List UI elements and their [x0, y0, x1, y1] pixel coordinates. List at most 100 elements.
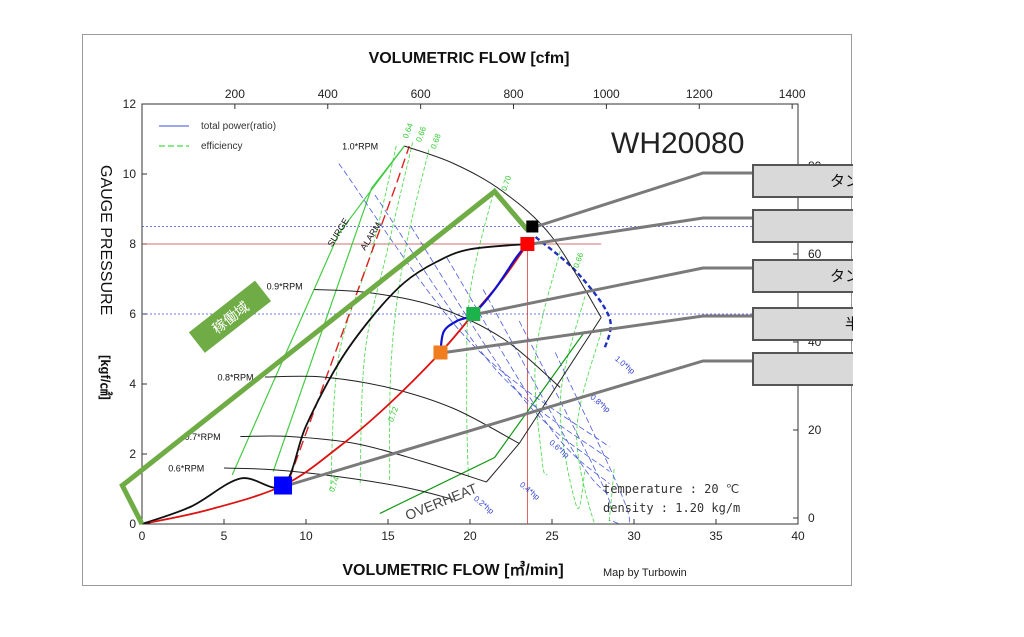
chart-frame: VOLUMETRIC FLOW [cfm] VOLUMETRIC FLOW [㎥… [82, 34, 853, 586]
efficiency-curve [330, 145, 397, 490]
y-tick-label: 4 [129, 377, 136, 391]
hp-label: 0.8*hp [588, 393, 612, 415]
rpm-curve [240, 435, 487, 483]
y-axis-title-main: GAUGE PRESSURE [97, 165, 114, 315]
y-tick-label: 10 [123, 167, 137, 181]
operating-point-marker [520, 237, 535, 251]
efficiency-curve [359, 142, 414, 486]
x-tick-label: 35 [709, 529, 723, 543]
surge-line [272, 145, 405, 472]
legend-efficiency-label: efficiency [201, 141, 243, 152]
credit-text: Map by Turbowin [603, 567, 687, 579]
operating-point-marker [433, 345, 448, 360]
y-tick-label: 12 [123, 97, 137, 111]
efficiency-label: 0.74 [327, 475, 341, 493]
rpm-curve [314, 289, 561, 388]
power-curve [554, 352, 630, 524]
y-tick-label: 2 [129, 447, 136, 461]
operating-point-marker [466, 307, 481, 321]
callout-box [752, 164, 853, 198]
right-tick-label: 60 [808, 247, 822, 261]
operating-point-marker [526, 220, 539, 233]
right-tick-label: 20 [808, 423, 822, 437]
power-curve-max [534, 236, 612, 350]
x-tick-label: 5 [221, 529, 228, 543]
efficiency-label: 0.68 [429, 132, 443, 150]
rpm-curve [404, 145, 602, 318]
rpm-label: 0.7*RPM [185, 432, 221, 442]
x-tick-label: 30 [627, 529, 641, 543]
rpm-label: 0.8*RPM [217, 373, 253, 383]
efficiency-curve [576, 331, 615, 524]
alarm-label: ALARM [358, 220, 383, 252]
blue-operating-curve [439, 243, 529, 353]
callout-box [752, 259, 853, 293]
density-note: density : 1.20 kg/m [603, 501, 740, 515]
top-tick-label: 400 [318, 87, 338, 101]
efficiency-curve [389, 149, 430, 483]
power-curve [410, 226, 610, 472]
callout-label: タンク上限値 [830, 172, 853, 190]
efficiency-label: 0.66 [414, 125, 428, 143]
x-tick-label: 0 [139, 529, 146, 543]
rpm-curve [223, 467, 454, 500]
hp-label: 0.4*hp [518, 480, 542, 502]
top-tick-label: 1000 [593, 87, 620, 101]
y-tick-label: 8 [129, 237, 136, 251]
callout-leader [535, 171, 753, 228]
operating-region-bracket [119, 188, 530, 526]
alarm-line [288, 145, 410, 479]
rpm-curve [264, 375, 520, 444]
top-tick-label: 200 [225, 87, 245, 101]
power-curve [374, 194, 610, 460]
overheat-label: OVERHEAT [403, 480, 480, 523]
top-axis-title: VOLUMETRIC FLOW [cfm] [369, 50, 570, 67]
overheat-line [379, 331, 586, 515]
surge-line-outer [231, 145, 405, 476]
rpm-curves [223, 145, 602, 500]
power-curve [482, 289, 610, 497]
callouts: タンク上限値設定値タンク下限値半稼働値待機値 [274, 164, 853, 495]
temperature-note: temperature : 20 ℃ [603, 482, 739, 496]
efficiency-label: 0.70 [500, 174, 514, 192]
callout-leader [531, 216, 753, 246]
model-title: WH20080 [611, 127, 744, 160]
top-tick-label: 600 [411, 87, 431, 101]
x-axis-title: VOLUMETRIC FLOW [㎥/min] [342, 560, 563, 579]
power-curve [338, 163, 610, 448]
x-tick-label: 25 [545, 529, 559, 543]
efficiency-label: 0.72 [386, 405, 400, 423]
efficiency-curve [466, 187, 496, 479]
hp-label: 1.0*hp [613, 354, 637, 376]
efficiency-label: 0.64 [401, 121, 415, 139]
top-tick-label: 1200 [686, 87, 713, 101]
callout-label: 待機値 [852, 360, 853, 378]
callout-leader [286, 359, 753, 487]
compressor-map-chart: VOLUMETRIC FLOW [cfm] VOLUMETRIC FLOW [㎥… [97, 50, 853, 579]
efficiency-curve [534, 250, 561, 476]
legend-power-label: total power(ratio) [201, 121, 276, 132]
callout-label: 半稼働値 [845, 315, 853, 333]
callout-label: タンク下限値 [830, 267, 853, 285]
operating-region-label-bg [188, 280, 272, 353]
top-tick-label: 1400 [779, 87, 806, 101]
efficiency-curve [559, 296, 586, 510]
operating-point-marker [274, 476, 293, 495]
x-tick-label: 20 [463, 529, 477, 543]
callout-box [752, 209, 853, 243]
rpm-label: 0.9*RPM [267, 282, 303, 292]
y-tick-label: 6 [129, 307, 136, 321]
callout-box [752, 352, 853, 386]
x-tick-label: 15 [381, 529, 395, 543]
power-lines [338, 163, 630, 524]
y-tick-label: 0 [129, 517, 136, 531]
y-axis-title-unit: [kgf/㎠] [98, 355, 113, 400]
y-axis-title: GAUGE PRESSURE [kgf/㎠] [97, 165, 114, 400]
operating-region: 稼働域 [119, 188, 530, 526]
rpm-label: 0.6*RPM [168, 464, 204, 474]
legend: total power(ratio) efficiency [159, 121, 276, 152]
hp-label: 0.2*hp [472, 494, 496, 516]
callout-leader [476, 266, 753, 316]
x-tick-label: 10 [299, 529, 313, 543]
black-operating-curve [142, 243, 528, 524]
